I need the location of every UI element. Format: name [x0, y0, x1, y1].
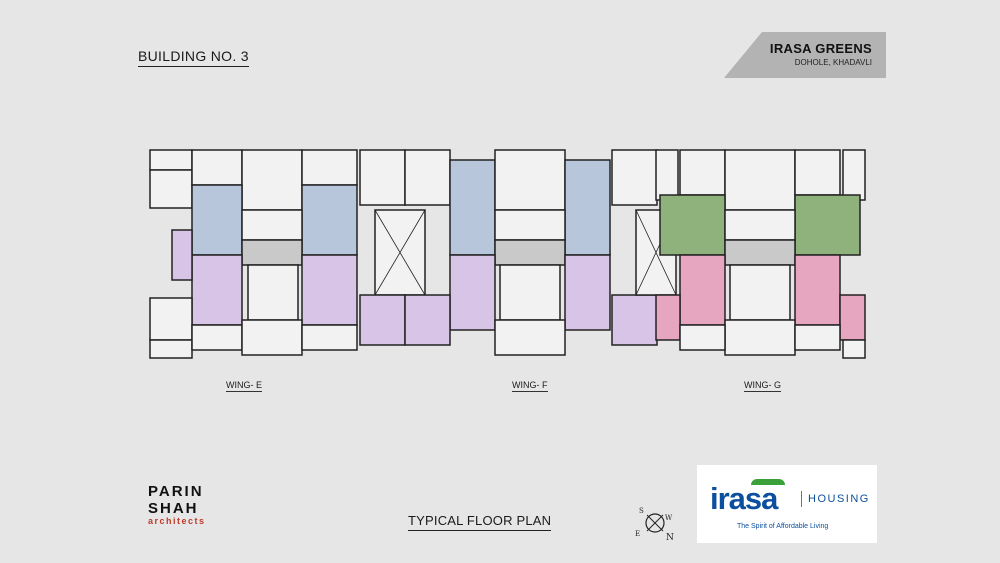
wing-g-plan — [655, 149, 866, 359]
plan-title: TYPICAL FLOOR PLAN — [408, 513, 552, 531]
living-room-area — [659, 194, 726, 256]
lobby — [241, 239, 303, 266]
living-room-area — [449, 254, 496, 331]
staircase — [499, 264, 561, 321]
living-room-area — [301, 184, 358, 256]
bedroom-block — [611, 149, 658, 206]
architect-logo: PARIN SHAH architects — [148, 483, 206, 526]
wing-g-label: WING- G — [744, 380, 781, 392]
toilet-block — [655, 149, 679, 201]
shaft-e-f — [374, 209, 426, 296]
brand-logo: irasa HOUSING The Spirit of Affordable L… — [697, 465, 877, 543]
bedroom-block — [301, 149, 358, 186]
balcony-block — [679, 324, 726, 351]
staircase — [729, 264, 791, 321]
brand-tagline: The Spirit of Affordable Living — [737, 523, 829, 530]
bedroom-block — [655, 294, 681, 341]
project-name: IRASA GREENS — [769, 41, 872, 56]
living-room-area — [191, 254, 243, 326]
wing-f-label: WING- F — [512, 380, 548, 392]
compass-w: W — [665, 514, 673, 522]
lobby — [494, 239, 566, 266]
wing-e-label: WING- E — [226, 380, 262, 392]
bedroom-block — [149, 297, 193, 341]
balcony-block — [149, 149, 193, 171]
lift-core — [724, 209, 796, 241]
project-location: DOHOLE, KHADAVLI — [794, 58, 872, 67]
toilet-block — [171, 229, 193, 281]
living-room-area — [794, 254, 841, 326]
bedroom-block — [404, 294, 451, 346]
kitchen-block — [241, 319, 303, 356]
architect-name-line1: PARIN — [148, 483, 204, 500]
leaf-icon — [751, 479, 785, 485]
living-room-area — [449, 159, 496, 256]
wing-e-plan — [149, 149, 358, 359]
bedroom-block — [149, 169, 193, 209]
brand-divider — [801, 491, 802, 507]
brand-housing: HOUSING — [808, 493, 870, 505]
compass-s: S — [639, 507, 644, 515]
living-room-area — [564, 254, 611, 331]
bedroom-block — [301, 324, 358, 351]
bedroom-block — [191, 324, 243, 351]
toilet-block — [842, 149, 866, 201]
bedroom-block — [191, 149, 243, 186]
balcony-block — [842, 339, 866, 359]
compass-e: E — [635, 530, 640, 538]
kitchen-block — [494, 319, 566, 356]
bedroom-block — [359, 149, 406, 206]
living-room-area — [794, 194, 861, 256]
lift-core — [241, 209, 303, 241]
bedroom-block — [611, 294, 658, 346]
bedroom-block — [359, 294, 406, 346]
living-room-area — [564, 159, 611, 256]
bedroom-block — [404, 149, 451, 206]
kitchen-block — [724, 149, 796, 211]
wing-f-plan — [359, 149, 658, 356]
kitchen-block — [724, 319, 796, 356]
living-room-area — [191, 184, 243, 256]
living-room-area — [301, 254, 358, 326]
balcony-block — [149, 339, 193, 359]
balcony-block — [794, 324, 841, 351]
architect-name-line2: SHAH — [148, 500, 199, 517]
staircase — [247, 264, 299, 321]
bedroom-block — [679, 149, 726, 196]
bedroom-block — [839, 294, 866, 341]
lift-core — [494, 209, 566, 241]
kitchen-block — [494, 149, 566, 211]
brand-name: irasa — [710, 481, 778, 516]
architect-subtitle: architects — [148, 516, 206, 526]
living-room-area — [679, 254, 726, 326]
bedroom-block — [794, 149, 841, 196]
compass-icon: S W E N — [635, 507, 674, 543]
compass-n: N — [666, 533, 674, 543]
building-title: BUILDING NO. 3 — [138, 48, 249, 67]
lobby — [724, 239, 796, 266]
kitchen-block — [241, 149, 303, 211]
